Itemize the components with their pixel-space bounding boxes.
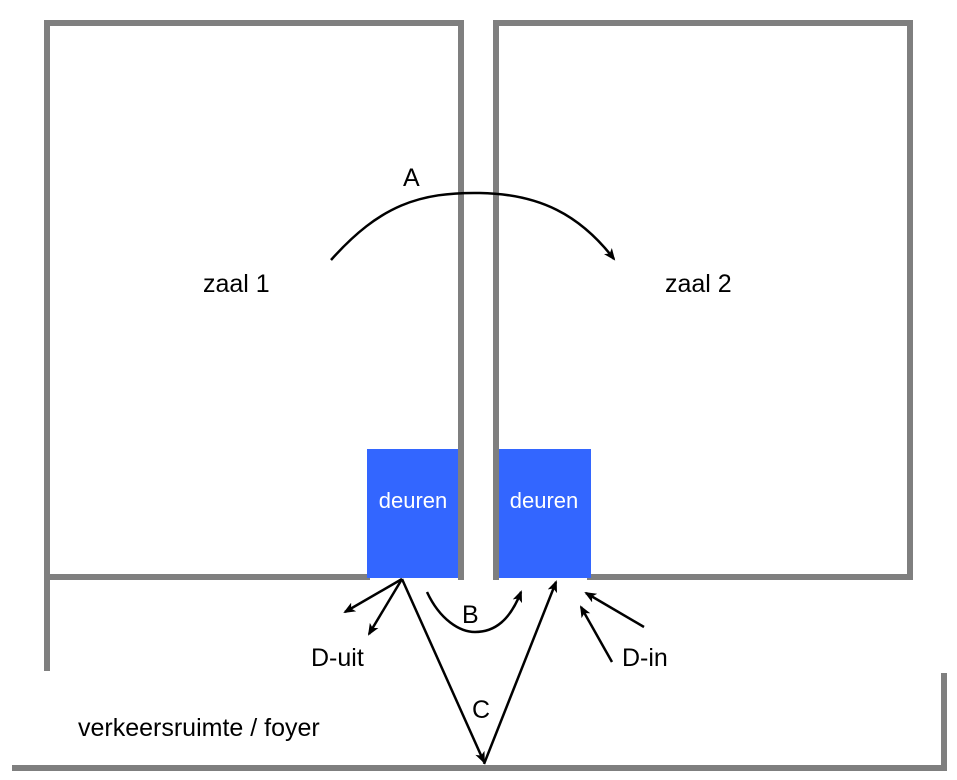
flow-d-out-label: D-uit (311, 644, 364, 672)
flow-d-out-arrow-1 (343, 577, 403, 614)
flow-c-label: C (472, 696, 490, 724)
flow-b-arrow (425, 590, 523, 634)
door-left-block (367, 449, 458, 578)
flow-c-arrow-out (400, 578, 486, 764)
flow-d-in-arrow-1 (584, 591, 645, 629)
door-right-label: deuren (510, 488, 579, 513)
flow-a-label: A (403, 164, 420, 192)
foyer-wall (12, 673, 947, 771)
door-right: deuren (499, 449, 591, 578)
flow-d-in-label: D-in (622, 644, 668, 672)
flow-d-in-arrow-2 (579, 605, 614, 663)
door-right-block (499, 449, 591, 578)
room1-label: zaal 1 (203, 270, 270, 298)
door-left: deuren (367, 449, 458, 578)
flow-b-label: B (462, 601, 479, 629)
flow-a-arrow (330, 191, 616, 261)
walls (12, 20, 947, 771)
room2-label: zaal 2 (665, 270, 732, 298)
room2-wall (493, 20, 913, 580)
room1-wall (44, 20, 464, 580)
foyer-label: verkeersruimte / foyer (78, 714, 320, 742)
flow-d-out-arrow-2 (367, 578, 404, 636)
door-left-label: deuren (379, 488, 448, 513)
flow-c-arrow-in (482, 580, 558, 765)
